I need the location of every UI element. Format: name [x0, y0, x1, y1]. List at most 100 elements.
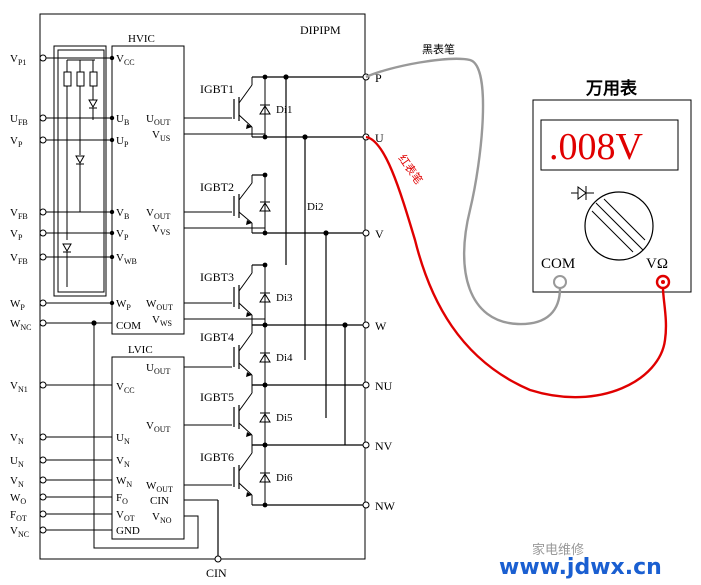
left-pin-terminal[interactable]: [39, 526, 47, 534]
right-pin-terminal[interactable]: [362, 501, 370, 509]
diode-mode-icon: [571, 186, 594, 200]
hvic-pin-label: VCC: [116, 53, 135, 67]
right-pin-label: NW: [375, 499, 396, 513]
bootstrap-resistors: [62, 59, 98, 287]
left-pin-label: UFB: [10, 113, 28, 127]
hvic-junction: [109, 55, 115, 61]
right-pin-label: NU: [375, 379, 393, 393]
hvic-pin-label: VP: [116, 228, 129, 242]
left-pin-label: VP1: [10, 53, 26, 67]
lvic-cin-label: CIN: [150, 495, 169, 507]
left-pin-label: VNC: [10, 525, 29, 539]
hvic-junction: [109, 137, 115, 143]
bootstrap-inner: [57, 49, 105, 293]
igbt-label: IGBT4: [200, 330, 234, 344]
lvic-out-label: VOUT: [146, 420, 171, 434]
left-pin-terminal[interactable]: [39, 510, 47, 518]
hvic-vs-label: VWS: [152, 314, 172, 328]
left-pin-label: VN: [10, 475, 24, 489]
hvic-out-label: VOUT: [146, 207, 171, 221]
hvic-pin-label: UP: [116, 135, 129, 149]
left-pin-terminal[interactable]: [39, 114, 47, 122]
left-pin-label: VP: [10, 228, 23, 242]
left-pin-terminal[interactable]: [39, 208, 47, 216]
diode-label: Di5: [276, 412, 293, 424]
igbt-label: IGBT3: [200, 270, 234, 284]
left-pin-terminal[interactable]: [39, 456, 47, 464]
freewheel-diode: [259, 105, 271, 115]
dipipm-outline: [39, 13, 366, 560]
left-pin-label: FOT: [10, 509, 27, 523]
right-pin-terminal[interactable]: [362, 381, 370, 389]
left-pin-label: WO: [10, 492, 26, 506]
hvic-junction: [109, 230, 115, 236]
left-pin-terminal[interactable]: [39, 253, 47, 261]
freewheel-diode: [259, 353, 271, 363]
left-pin-label: WNC: [10, 318, 32, 332]
right-pin-terminal[interactable]: [362, 321, 370, 329]
com-jack[interactable]: [553, 275, 567, 289]
left-pin-label: VFB: [10, 252, 28, 266]
hvic-out-label: WOUT: [146, 298, 173, 312]
bootstrap-block: [53, 45, 107, 297]
left-pin-label: UN: [10, 455, 24, 469]
cin-label: CIN: [206, 566, 227, 580]
com-pin-label: COM: [116, 320, 141, 332]
right-pin-label: W: [375, 319, 387, 333]
left-pin-terminal[interactable]: [39, 136, 47, 144]
igbt-label: IGBT1: [200, 82, 234, 96]
cin-terminal[interactable]: [214, 555, 222, 563]
right-pin-terminal[interactable]: [362, 229, 370, 237]
hvic-junction: [109, 115, 115, 121]
watermark-cn: 家电维修: [532, 542, 584, 558]
lvic-box: [111, 356, 185, 540]
hvic-vs-label: VUS: [152, 129, 170, 143]
hvic-label: HVIC: [128, 33, 155, 45]
freewheel-diode: [259, 293, 271, 303]
lvic-out-label: WOUT: [146, 480, 173, 494]
left-pin-terminal[interactable]: [39, 54, 47, 62]
left-pin-label: VN: [10, 432, 24, 446]
diode-label: Di1: [276, 104, 293, 116]
multimeter-title: 万用表: [585, 78, 638, 99]
black-test-lead: [365, 57, 562, 326]
igbt-label: IGBT5: [200, 390, 234, 404]
com-jack-label: COM: [541, 256, 575, 272]
left-pin-label: VP: [10, 135, 23, 149]
left-pin-terminal[interactable]: [39, 433, 47, 441]
freewheel-diode: [259, 202, 271, 212]
right-pin-label: U: [375, 131, 384, 145]
lvic-pin-label: VOT: [116, 509, 135, 523]
hvic-junction: [109, 300, 115, 306]
bus-wires: [265, 74, 366, 506]
lvic-out-label: UOUT: [146, 362, 171, 376]
red-test-lead: [365, 135, 668, 399]
left-pin-terminal[interactable]: [39, 229, 47, 237]
watermark-url: www.jdwx.cn: [499, 555, 662, 580]
multimeter-body: [532, 99, 692, 293]
freewheel-diode: [259, 413, 271, 423]
multimeter-display: [540, 119, 679, 171]
left-pin-label: VN1: [10, 380, 28, 394]
lvic-pin-label: FO: [116, 492, 128, 506]
left-pin-terminal[interactable]: [39, 493, 47, 501]
hvic-pin-label: WP: [116, 298, 131, 312]
hvic-pin-label: VB: [116, 207, 129, 221]
diode-label: Di3: [276, 292, 293, 304]
left-pin-terminal[interactable]: [39, 319, 47, 327]
black-lead-label: 黑表笔: [422, 42, 455, 56]
right-pin-terminal[interactable]: [362, 441, 370, 449]
dial-knob[interactable]: [584, 191, 654, 261]
left-pin-terminal[interactable]: [39, 476, 47, 484]
diode-label: Di2: [307, 201, 324, 213]
left-pin-terminal[interactable]: [39, 381, 47, 389]
left-pin-terminal[interactable]: [39, 299, 47, 307]
lvic-pin-label: WN: [116, 475, 132, 489]
freewheel-diode: [259, 473, 271, 483]
